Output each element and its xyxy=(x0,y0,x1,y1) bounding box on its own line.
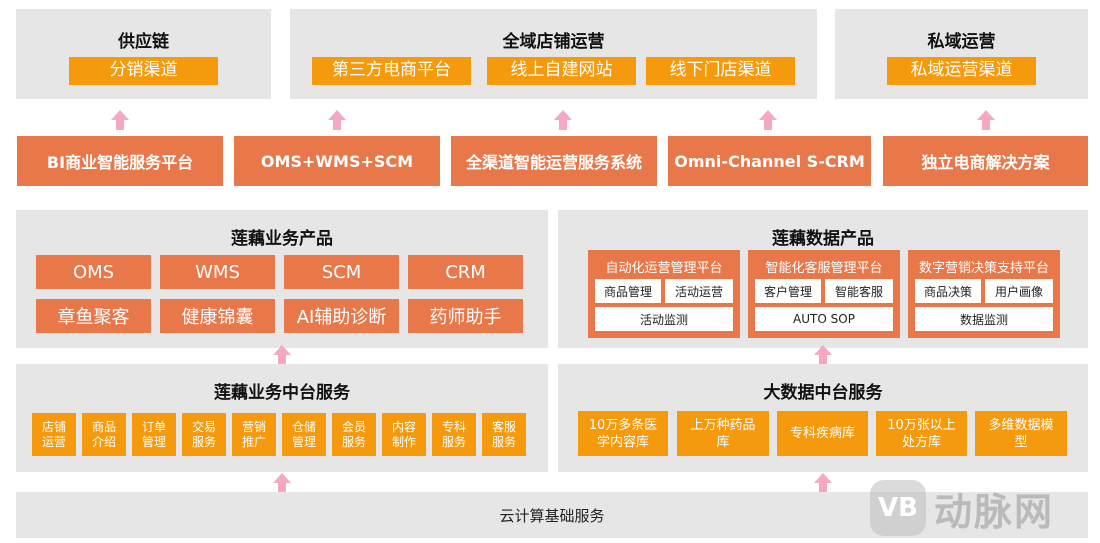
product-tile-health-kit: 健康锦囊 xyxy=(160,299,275,333)
library-prescriptions: 10万张以上 处方库 xyxy=(876,411,967,456)
platform-wide-item: 数据监测 xyxy=(915,307,1053,331)
supply-chain-panel: 供应链 分销渠道 xyxy=(16,9,271,99)
omni-store-title: 全域店铺运营 xyxy=(502,32,605,52)
library-data-models: 多维数据模 型 xyxy=(975,411,1067,456)
system-oms-wms-scm: OMS+WMS+SCM xyxy=(234,136,440,186)
private-domain-title: 私域运营 xyxy=(927,32,996,52)
platform-title: 自动化运营管理平台 xyxy=(605,261,723,276)
platform-wide-item: AUTO SOP xyxy=(755,307,893,331)
platform-item: 商品决策 xyxy=(915,279,981,303)
platform-smart-service: 智能化客服管理平台 客户管理 智能客服 AUTO SOP xyxy=(748,250,900,338)
up-arrow-icon xyxy=(326,110,348,130)
product-tile-scm: SCM xyxy=(284,255,399,289)
distribution-channel-chip: 分销渠道 xyxy=(69,57,218,85)
library-diseases: 专科疾病库 xyxy=(777,411,868,456)
up-arrow-icon xyxy=(812,345,834,365)
service-order-mgmt: 订单 管理 xyxy=(132,413,176,456)
platform-item: 用户画像 xyxy=(985,279,1053,303)
system-omni-operation: 全渠道智能运营服务系统 xyxy=(451,136,657,186)
cloud-base-label: 云计算基础服务 xyxy=(499,507,605,525)
platform-item: 商品管理 xyxy=(595,279,661,303)
online-self-site-chip: 线上自建网站 xyxy=(487,57,636,85)
product-tile-oms: OMS xyxy=(36,255,151,289)
business-middle-title: 莲藕业务中台服务 xyxy=(214,383,350,403)
service-customer: 客服 服务 xyxy=(482,413,526,456)
product-tile-crm: CRM xyxy=(408,255,523,289)
service-specialty: 专科 服务 xyxy=(432,413,476,456)
product-tile-pharmacist: 药师助手 xyxy=(408,299,523,333)
up-arrow-icon xyxy=(271,473,293,493)
private-domain-panel: 私域运营 私域运营渠道 xyxy=(835,9,1088,99)
service-product-intro: 商品 介绍 xyxy=(82,413,126,456)
product-tile-octopus: 章鱼聚客 xyxy=(36,299,151,333)
library-drugs: 上万种药品 库 xyxy=(677,411,769,456)
platform-wide-item: 活动监测 xyxy=(595,307,733,331)
up-arrow-icon xyxy=(975,110,997,130)
service-transaction: 交易 服务 xyxy=(182,413,226,456)
private-channel-chip: 私域运营渠道 xyxy=(887,57,1036,85)
system-independent-ecommerce: 独立电商解决方案 xyxy=(883,136,1088,186)
third-party-platform-chip: 第三方电商平台 xyxy=(312,57,471,85)
vb-logo-icon: VB xyxy=(870,480,926,536)
up-arrow-icon xyxy=(109,110,131,130)
system-s-crm: Omni-Channel S-CRM xyxy=(668,136,871,186)
service-content: 内容 制作 xyxy=(382,413,426,456)
platform-title: 数字营销决策支持平台 xyxy=(918,261,1049,276)
platform-item: 智能客服 xyxy=(825,279,893,303)
service-store-ops: 店铺 运营 xyxy=(32,413,76,456)
platform-auto-ops: 自动化运营管理平台 商品管理 活动运营 活动监测 xyxy=(588,250,740,338)
data-products-panel: 莲藕数据产品 自动化运营管理平台 商品管理 活动运营 活动监测 智能化客服管理平… xyxy=(558,210,1088,348)
supply-chain-title: 供应链 xyxy=(118,32,169,52)
service-warehouse: 仓储 管理 xyxy=(282,413,326,456)
watermark: VB 动脉网 xyxy=(870,478,1092,538)
bigdata-middle-title: 大数据中台服务 xyxy=(763,383,883,403)
service-member: 会员 服务 xyxy=(332,413,376,456)
business-products-panel: 莲藕业务产品 OMS WMS SCM CRM 章鱼聚客 健康锦囊 AI辅助诊断 … xyxy=(16,210,548,348)
platform-title: 智能化客服管理平台 xyxy=(765,261,883,276)
system-bi-platform: BI商业智能服务平台 xyxy=(17,136,223,186)
up-arrow-icon xyxy=(812,473,834,493)
watermark-text: 动脉网 xyxy=(934,489,1055,534)
data-products-title: 莲藕数据产品 xyxy=(772,229,874,249)
offline-store-chip: 线下门店渠道 xyxy=(646,57,795,85)
product-tile-ai-diagnosis: AI辅助诊断 xyxy=(284,299,399,333)
business-products-title: 莲藕业务产品 xyxy=(231,229,333,249)
platform-digital-marketing: 数字营销决策支持平台 商品决策 用户画像 数据监测 xyxy=(908,250,1060,338)
omni-store-panel: 全域店铺运营 第三方电商平台 线上自建网站 线下门店渠道 xyxy=(290,9,817,99)
up-arrow-icon xyxy=(757,110,779,130)
service-marketing: 营销 推广 xyxy=(232,413,276,456)
up-arrow-icon xyxy=(552,110,574,130)
library-medical-content: 10万多条医 学内容库 xyxy=(578,411,668,456)
product-tile-wms: WMS xyxy=(160,255,275,289)
platform-item: 客户管理 xyxy=(755,279,821,303)
up-arrow-icon xyxy=(271,345,293,365)
platform-item: 活动运营 xyxy=(665,279,733,303)
